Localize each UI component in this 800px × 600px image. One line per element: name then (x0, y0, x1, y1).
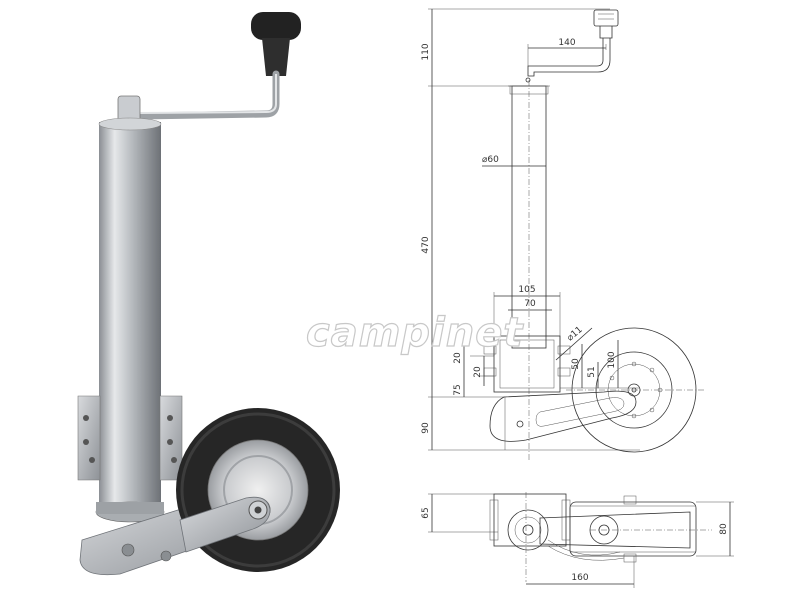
dim-50: 50 (571, 358, 581, 370)
side-clamp (493, 335, 561, 393)
dim-phi-60: ⌀60 (482, 155, 499, 165)
top-wheel (569, 501, 697, 557)
top-bracket (493, 493, 567, 547)
handle-knob (251, 12, 301, 40)
outer-tube (99, 122, 161, 512)
svg-text:110: 110 (421, 43, 431, 60)
dim-100: 100 (607, 351, 617, 368)
dim-51: 51 (587, 366, 597, 377)
dim-105: 105 (518, 285, 535, 295)
side-crank (527, 38, 611, 77)
dim-110: 110 (421, 43, 431, 60)
dim-70: 70 (524, 299, 536, 309)
dim-phi-11: ⌀11 (565, 325, 584, 344)
side-handle-knob (593, 9, 619, 27)
side-fork (489, 390, 637, 442)
dim-20-b: 20 (473, 366, 483, 378)
handle-grip (262, 38, 290, 76)
top-arm (539, 511, 691, 549)
dim-75: 75 (453, 384, 463, 395)
dim-20-a: 20 (453, 352, 463, 364)
mounting-bracket (77, 395, 101, 481)
technical-top-view: 65 80 160 (421, 492, 734, 588)
watermark: campinet (306, 310, 524, 356)
crank-arm (136, 70, 280, 120)
technical-side-view: 110 470 90 140 ⌀60 105 70 (421, 8, 704, 460)
dim-90: 90 (421, 422, 431, 434)
dim-160: 160 (571, 573, 588, 583)
svg-text:90: 90 (421, 422, 431, 434)
dim-65: 65 (421, 507, 431, 518)
dim-470: 470 (421, 236, 431, 253)
jockey-wheel-photo (77, 12, 340, 576)
dim-140: 140 (558, 38, 575, 48)
dim-80: 80 (719, 523, 729, 535)
svg-text:470: 470 (421, 236, 431, 253)
